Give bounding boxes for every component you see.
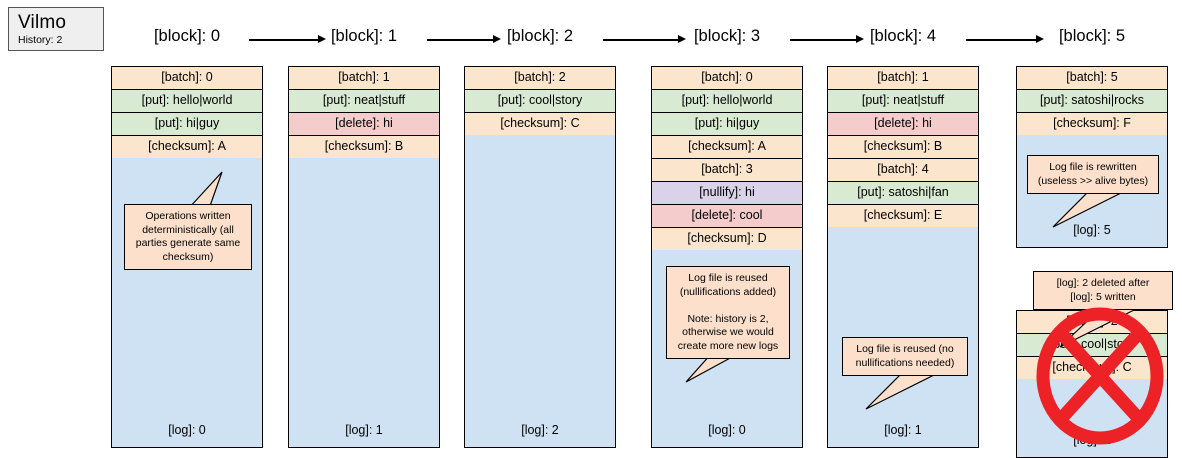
chain-arrow-3-4	[790, 35, 864, 44]
log-entry-row: [batch]: 0	[651, 66, 803, 89]
log-entry-row: [put]: hi|guy	[111, 112, 263, 135]
callout-log-deleted: [log]: 2 deleted after [log]: 5 written	[1033, 271, 1173, 310]
log-entry-row: [nullify]: hi	[651, 181, 803, 204]
log-entry-row: [checksum]: F	[1016, 112, 1168, 135]
log-entry-row: [batch]: 2	[464, 66, 616, 89]
app-title: Vilmo	[18, 12, 67, 33]
log-entry-row: [put]: satoshi|rocks	[1016, 89, 1168, 112]
block-column-1: [batch]: 1 [put]: neat|stuff [delete]: h…	[288, 66, 440, 448]
log-file-label: [log]: 0	[168, 423, 206, 437]
log-entry-row: [checksum]: D	[651, 227, 803, 250]
block-header-3: [block]: 3	[693, 27, 761, 45]
callout-tail-icon	[864, 373, 944, 413]
chain-arrow-1-2	[427, 35, 501, 44]
block-column-5: [batch]: 5 [put]: satoshi|rocks [checksu…	[1016, 66, 1168, 248]
block-header-2: [block]: 2	[506, 27, 574, 45]
log-entry-row: [put]: hello|world	[651, 89, 803, 112]
callout-tail-icon	[1051, 191, 1131, 231]
app-history-label: History: 2	[18, 34, 63, 46]
log-entry-row: [batch]: 4	[827, 158, 979, 181]
block-column-4: [batch]: 1 [put]: neat|stuff [delete]: h…	[827, 66, 979, 448]
log-file-label: [log]: 1	[884, 423, 922, 437]
log-entry-row: [batch]: 5	[1016, 66, 1168, 89]
log-entry-row: [batch]: 1	[827, 66, 979, 89]
chain-arrow-2-3	[603, 35, 686, 44]
callout-tail-icon	[1058, 307, 1148, 349]
block-column-3: [batch]: 0 [put]: hello|world [put]: hi|…	[651, 66, 803, 448]
log-entry-row: [checksum]: A	[651, 135, 803, 158]
log-entry-row: [batch]: 3	[651, 158, 803, 181]
log-file-area-1: [log]: 1	[288, 158, 440, 448]
log-file-label: [log]: 2	[521, 423, 559, 437]
log-file-area-0: Operations written deterministically (al…	[111, 158, 263, 448]
log-entry-row: [put]: hi|guy	[651, 112, 803, 135]
log-file-area-2: [log]: 2	[464, 135, 616, 448]
log-file-area-3: Log file is reused (nullifications added…	[651, 250, 803, 448]
log-file-area-deleted: [log]: 2	[1016, 379, 1168, 458]
callout-log-reused-nullifications: Log file is reused (nullifications added…	[666, 266, 790, 359]
log-file-label: [log]: 1	[345, 423, 383, 437]
log-entry-row: [checksum]: E	[827, 204, 979, 227]
callout-log-rewritten: Log file is rewritten (useless >> alive …	[1027, 155, 1159, 194]
log-entry-row: [checksum]: A	[111, 135, 263, 158]
log-entry-row: [delete]: cool	[651, 204, 803, 227]
log-entry-row: [put]: cool|story	[464, 89, 616, 112]
block-header-4: [block]: 4	[869, 27, 937, 45]
log-entry-row: [put]: satoshi|fan	[827, 181, 979, 204]
block-column-2: [batch]: 2 [put]: cool|story [checksum]:…	[464, 66, 616, 448]
app-title-card: Vilmo History: 2	[8, 7, 104, 51]
log-entry-row: [checksum]: C	[1016, 356, 1168, 379]
log-entry-row: [checksum]: B	[288, 135, 440, 158]
block-header-5: [block]: 5	[1058, 27, 1126, 45]
log-entry-row: [put]: neat|stuff	[827, 89, 979, 112]
log-entry-row: [batch]: 0	[111, 66, 263, 89]
block-column-0: [batch]: 0 [put]: hello|world [put]: hi|…	[111, 66, 263, 448]
log-file-label: [log]: 2	[1073, 433, 1111, 447]
log-entry-row: [checksum]: B	[827, 135, 979, 158]
log-file-label: [log]: 5	[1073, 223, 1111, 237]
log-file-area-4: Log file is reused (no nullifications ne…	[827, 227, 979, 448]
log-file-area-5: Log file is rewritten (useless >> alive …	[1016, 135, 1168, 248]
log-entry-row: [put]: neat|stuff	[288, 89, 440, 112]
log-entry-row: [delete]: hi	[827, 112, 979, 135]
block-header-0: [block]: 0	[153, 27, 221, 45]
log-entry-row: [put]: hello|world	[111, 89, 263, 112]
log-entry-row: [batch]: 1	[288, 66, 440, 89]
callout-log-reused-no-nullifications: Log file is reused (no nullifications ne…	[842, 337, 968, 376]
chain-arrow-0-1	[249, 35, 326, 44]
log-file-label: [log]: 0	[708, 423, 746, 437]
log-entry-row: [checksum]: C	[464, 112, 616, 135]
log-entry-row: [delete]: hi	[288, 112, 440, 135]
block-header-1: [block]: 1	[330, 27, 398, 45]
chain-arrow-4-5	[966, 35, 1044, 44]
callout-deterministic: Operations written deterministically (al…	[124, 204, 252, 270]
